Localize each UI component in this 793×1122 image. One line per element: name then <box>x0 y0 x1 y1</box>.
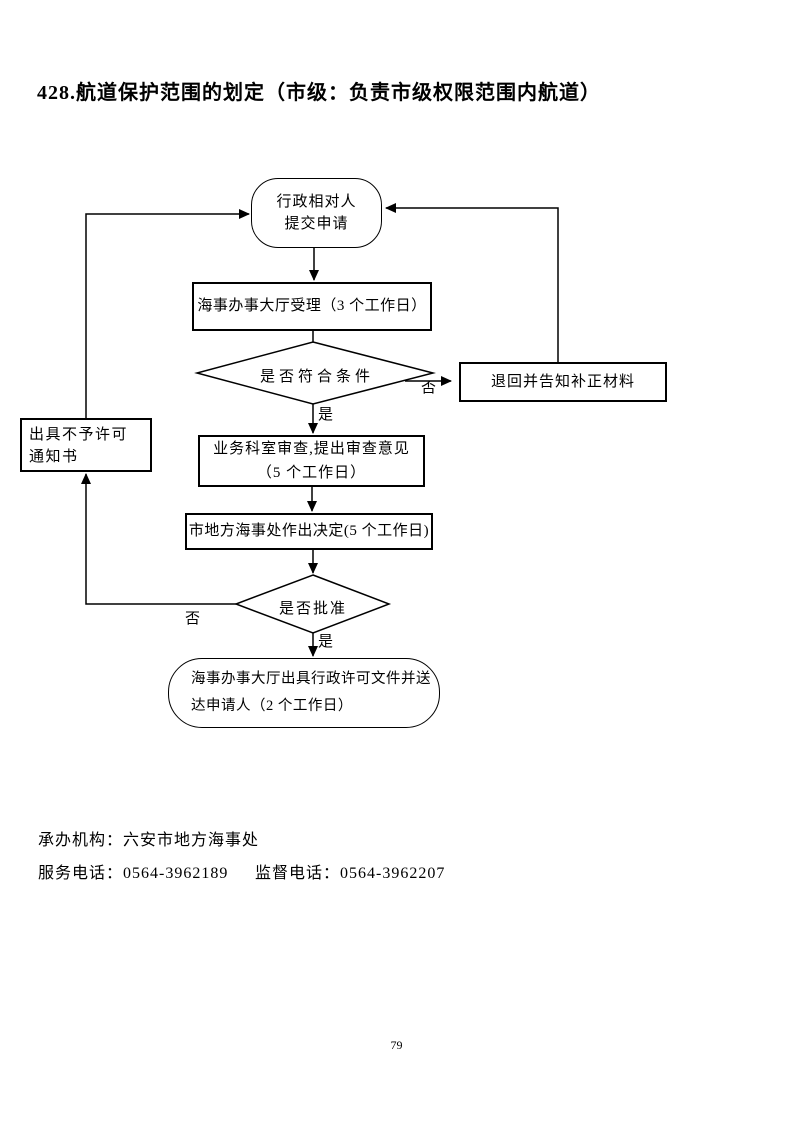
page-number: 79 <box>390 1038 403 1052</box>
edge-label-yes-2: 是 <box>318 634 334 650</box>
edge-label-no-2: 否 <box>185 611 201 627</box>
service-phone-line: 服务电话：0564-3962189 <box>38 865 229 882</box>
return-materials-label: 退回并告知补正材料 <box>490 373 635 390</box>
page-title: 428.航道保护范围的划定（市级：负责市级权限范围内航道） <box>37 82 601 104</box>
start-node-line1: 行政相对人 <box>276 193 357 210</box>
review-box-line1: 业务科室审查,提出审查意见 <box>213 441 410 457</box>
review-box-line2: （5 个工作日） <box>256 465 367 481</box>
deny-notice-label: 出具不予许可通知书 <box>29 427 129 465</box>
edge-label-yes-1: 是 <box>318 407 334 423</box>
decision-box: 市地方海事处作出决定(5 个工作日) <box>185 513 433 550</box>
condition-diamond-label: 是否符合条件 <box>259 369 374 385</box>
accept-box: 海事办事大厅受理（3 个工作日） <box>192 282 432 331</box>
approval-diamond-label: 是否批准 <box>278 601 347 617</box>
agency-line: 承办机构：六安市地方海事处 <box>38 832 260 849</box>
accept-box-label: 海事办事大厅受理（3 个工作日） <box>197 298 427 315</box>
edge-approval-no-to-deny <box>81 473 236 605</box>
start-node: 行政相对人 提交申请 <box>251 178 382 248</box>
approval-diamond-shape <box>233 574 392 634</box>
condition-diamond-shape <box>194 341 436 405</box>
decision-box-label: 市地方海事处作出决定(5 个工作日) <box>188 523 430 540</box>
return-materials-box: 退回并告知补正材料 <box>459 362 667 402</box>
final-node-line2: 达申请人（2 个工作日） <box>191 698 353 714</box>
deny-notice-box: 出具不予许可通知书 <box>20 418 152 472</box>
edge-return-to-start <box>385 203 559 362</box>
supervision-phone-line: 监督电话：0564-3962207 <box>255 865 446 882</box>
final-node-line1: 海事办事大厅出具行政许可文件并送 <box>191 671 431 688</box>
final-node: 海事办事大厅出具行政许可文件并送 达申请人（2 个工作日） <box>168 658 440 728</box>
edge-deny-to-start <box>85 209 250 418</box>
start-node-line2: 提交申请 <box>284 216 349 232</box>
review-box: 业务科室审查,提出审查意见 （5 个工作日） <box>198 435 425 487</box>
edge-label-no-1: 否 <box>421 380 437 396</box>
